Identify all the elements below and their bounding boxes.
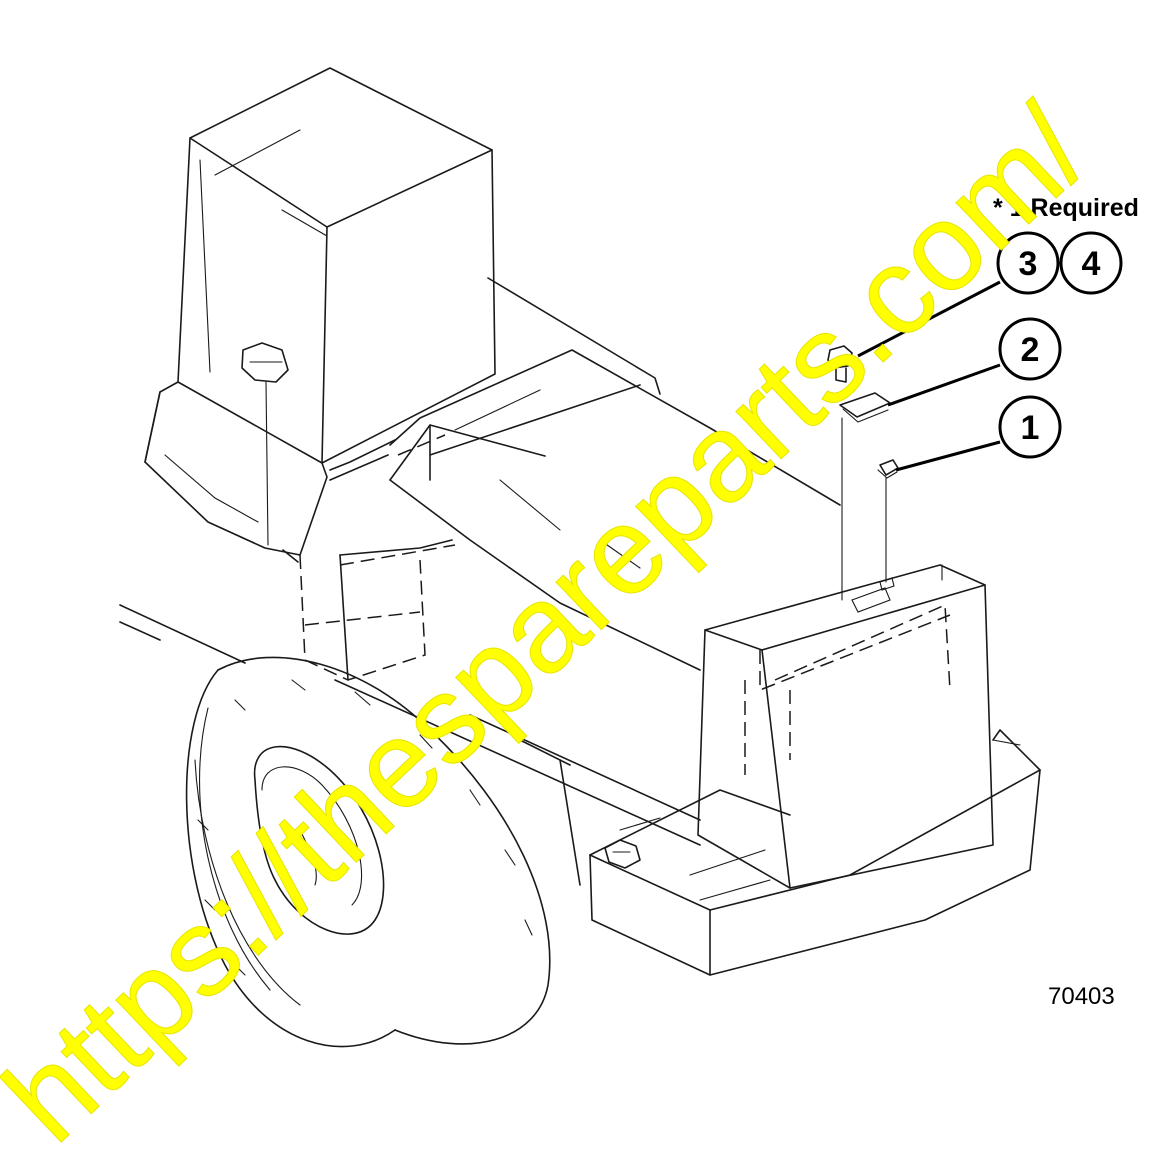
rear-bumper [589, 729, 1041, 976]
figure-number: 70403 [1048, 983, 1115, 1010]
callout-3-label: 3 [1019, 245, 1038, 283]
callout-3: 3 [996, 231, 1060, 295]
frame-hidden-lines [299, 434, 456, 681]
side-rails [119, 604, 701, 886]
leader-lines [857, 280, 1001, 472]
clip-part [877, 459, 899, 479]
seat-switch-sensor [241, 342, 299, 563]
seat-assembly [144, 67, 496, 556]
callout-2: 2 [998, 317, 1062, 381]
watermark-url: https://thespareparts.com/ [0, 80, 1114, 1163]
hood-body [329, 277, 841, 671]
machine-illustration [119, 67, 1041, 1048]
bolt-part [827, 345, 853, 383]
rear-tire [185, 656, 551, 1048]
battery-box [697, 564, 994, 889]
callout-1-label: 1 [1021, 409, 1040, 447]
callout-4: 4 [1059, 231, 1123, 295]
callout-1: 1 [998, 395, 1062, 459]
callout-4-label: 4 [1082, 245, 1101, 283]
required-note: * 1 Required [993, 194, 1139, 222]
callout-2-label: 2 [1021, 331, 1040, 369]
